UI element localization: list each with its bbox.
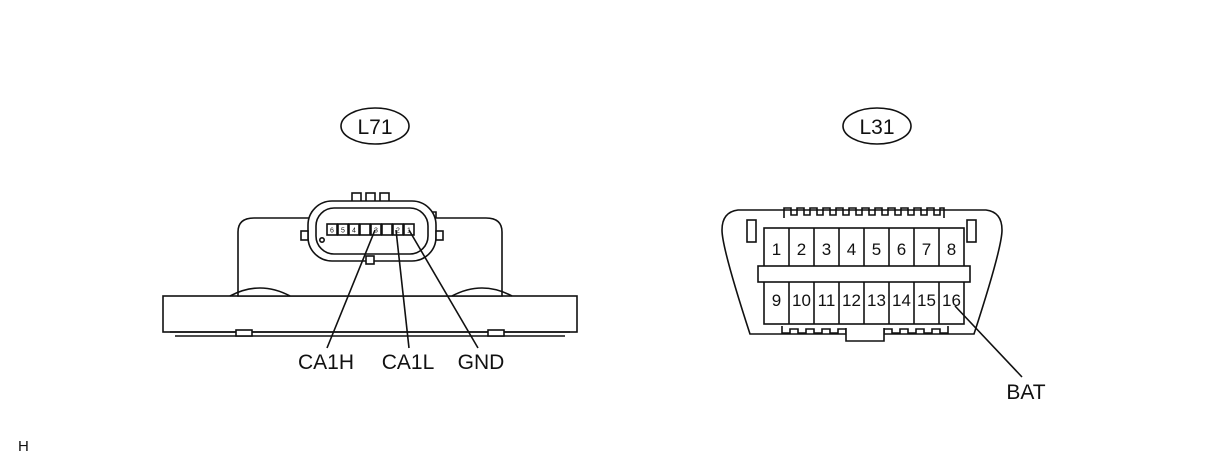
- l71-pin-cell: [381, 223, 393, 236]
- l31-label-bat: BAT: [1006, 381, 1045, 404]
- l71-shell-inner: [315, 207, 429, 255]
- l71-leader-gnd: [408, 229, 479, 349]
- l71-pin-number: 3: [374, 228, 378, 235]
- l71-base-plate: [162, 295, 578, 333]
- l31-pin-number: 8: [947, 240, 956, 259]
- l71-shell-mark: [318, 237, 325, 244]
- figure-code: H: [18, 438, 29, 455]
- l31-pin-number: 5: [872, 240, 881, 259]
- l31-pin-number: 14: [892, 291, 911, 310]
- l31-top-row: 1 2 3 4 5 6 7 8: [772, 228, 956, 266]
- l71-pin-cell: [348, 223, 360, 236]
- l31-pin-number: 16: [942, 291, 961, 310]
- l71-label-ca1h: CA1H: [298, 351, 354, 374]
- l71-pin-number: 5: [341, 228, 345, 235]
- l31-pin-number: 2: [797, 240, 806, 259]
- l71-side-lug-right: [435, 230, 444, 241]
- l31-bottom-ribs-right: [883, 326, 949, 334]
- l31-pin-number: 12: [842, 291, 861, 310]
- l71-pin-cell: [326, 223, 338, 236]
- connector-l31-name: L31: [859, 116, 894, 139]
- l71-pin-row: 6 5 4 3 2 1: [326, 223, 415, 236]
- l71-foot-right: [487, 329, 505, 337]
- l71-pin-cell: [337, 223, 349, 236]
- l31-slot-right: [966, 219, 977, 243]
- connector-l31-badge: [842, 107, 912, 145]
- l31-pin-number: 15: [917, 291, 936, 310]
- l31-center-rail: [757, 265, 971, 283]
- l71-label-gnd: GND: [458, 351, 505, 374]
- l71-pin-number: 2: [396, 228, 400, 235]
- l71-fillet-left: [229, 287, 291, 297]
- l31-pin-number: 7: [922, 240, 931, 259]
- l71-pin-number: 6: [330, 228, 334, 235]
- l31-pin-number: 13: [867, 291, 886, 310]
- l71-pin-cell: [370, 223, 382, 236]
- l71-leader-ca1h: [326, 229, 376, 349]
- connector-l71-badge: [340, 107, 410, 145]
- l31-pin-number: 4: [847, 240, 856, 259]
- l71-pin-cell: [392, 223, 404, 236]
- l71-fillet-right: [451, 287, 513, 297]
- l31-pin-number: 3: [822, 240, 831, 259]
- l31-bottom-row: 9 10 11 12 13 14 15 16: [772, 282, 961, 324]
- l71-lock-key: [365, 255, 375, 265]
- l31-top-ribs: [783, 207, 945, 218]
- l31-bottom-key: [845, 328, 885, 342]
- l31-pin-number: 11: [818, 291, 836, 310]
- l31-pin-number: 1: [772, 240, 781, 259]
- l31-pin-number: 6: [897, 240, 906, 259]
- l71-side-lug-left: [300, 230, 309, 241]
- l71-pin-number: 4: [352, 228, 356, 235]
- l71-pin-cell: [403, 223, 415, 236]
- l31-bottom-ribs-left: [781, 326, 847, 334]
- l71-leader-ca1l: [395, 229, 410, 349]
- connector-l31: L31 1 2 3 4 5 6 7 8: [721, 107, 1046, 404]
- l31-slot-left: [746, 219, 757, 243]
- l31-leader-bat: [954, 305, 1023, 378]
- l71-foot-left: [235, 329, 253, 337]
- l71-label-ca1l: CA1L: [382, 351, 435, 374]
- l31-pin-number: 9: [772, 291, 781, 310]
- connector-l71: L71 6 5: [162, 107, 578, 374]
- l31-pin-number: 10: [792, 291, 811, 310]
- connector-l71-name: L71: [357, 116, 392, 139]
- l71-pin-cell: [359, 223, 371, 236]
